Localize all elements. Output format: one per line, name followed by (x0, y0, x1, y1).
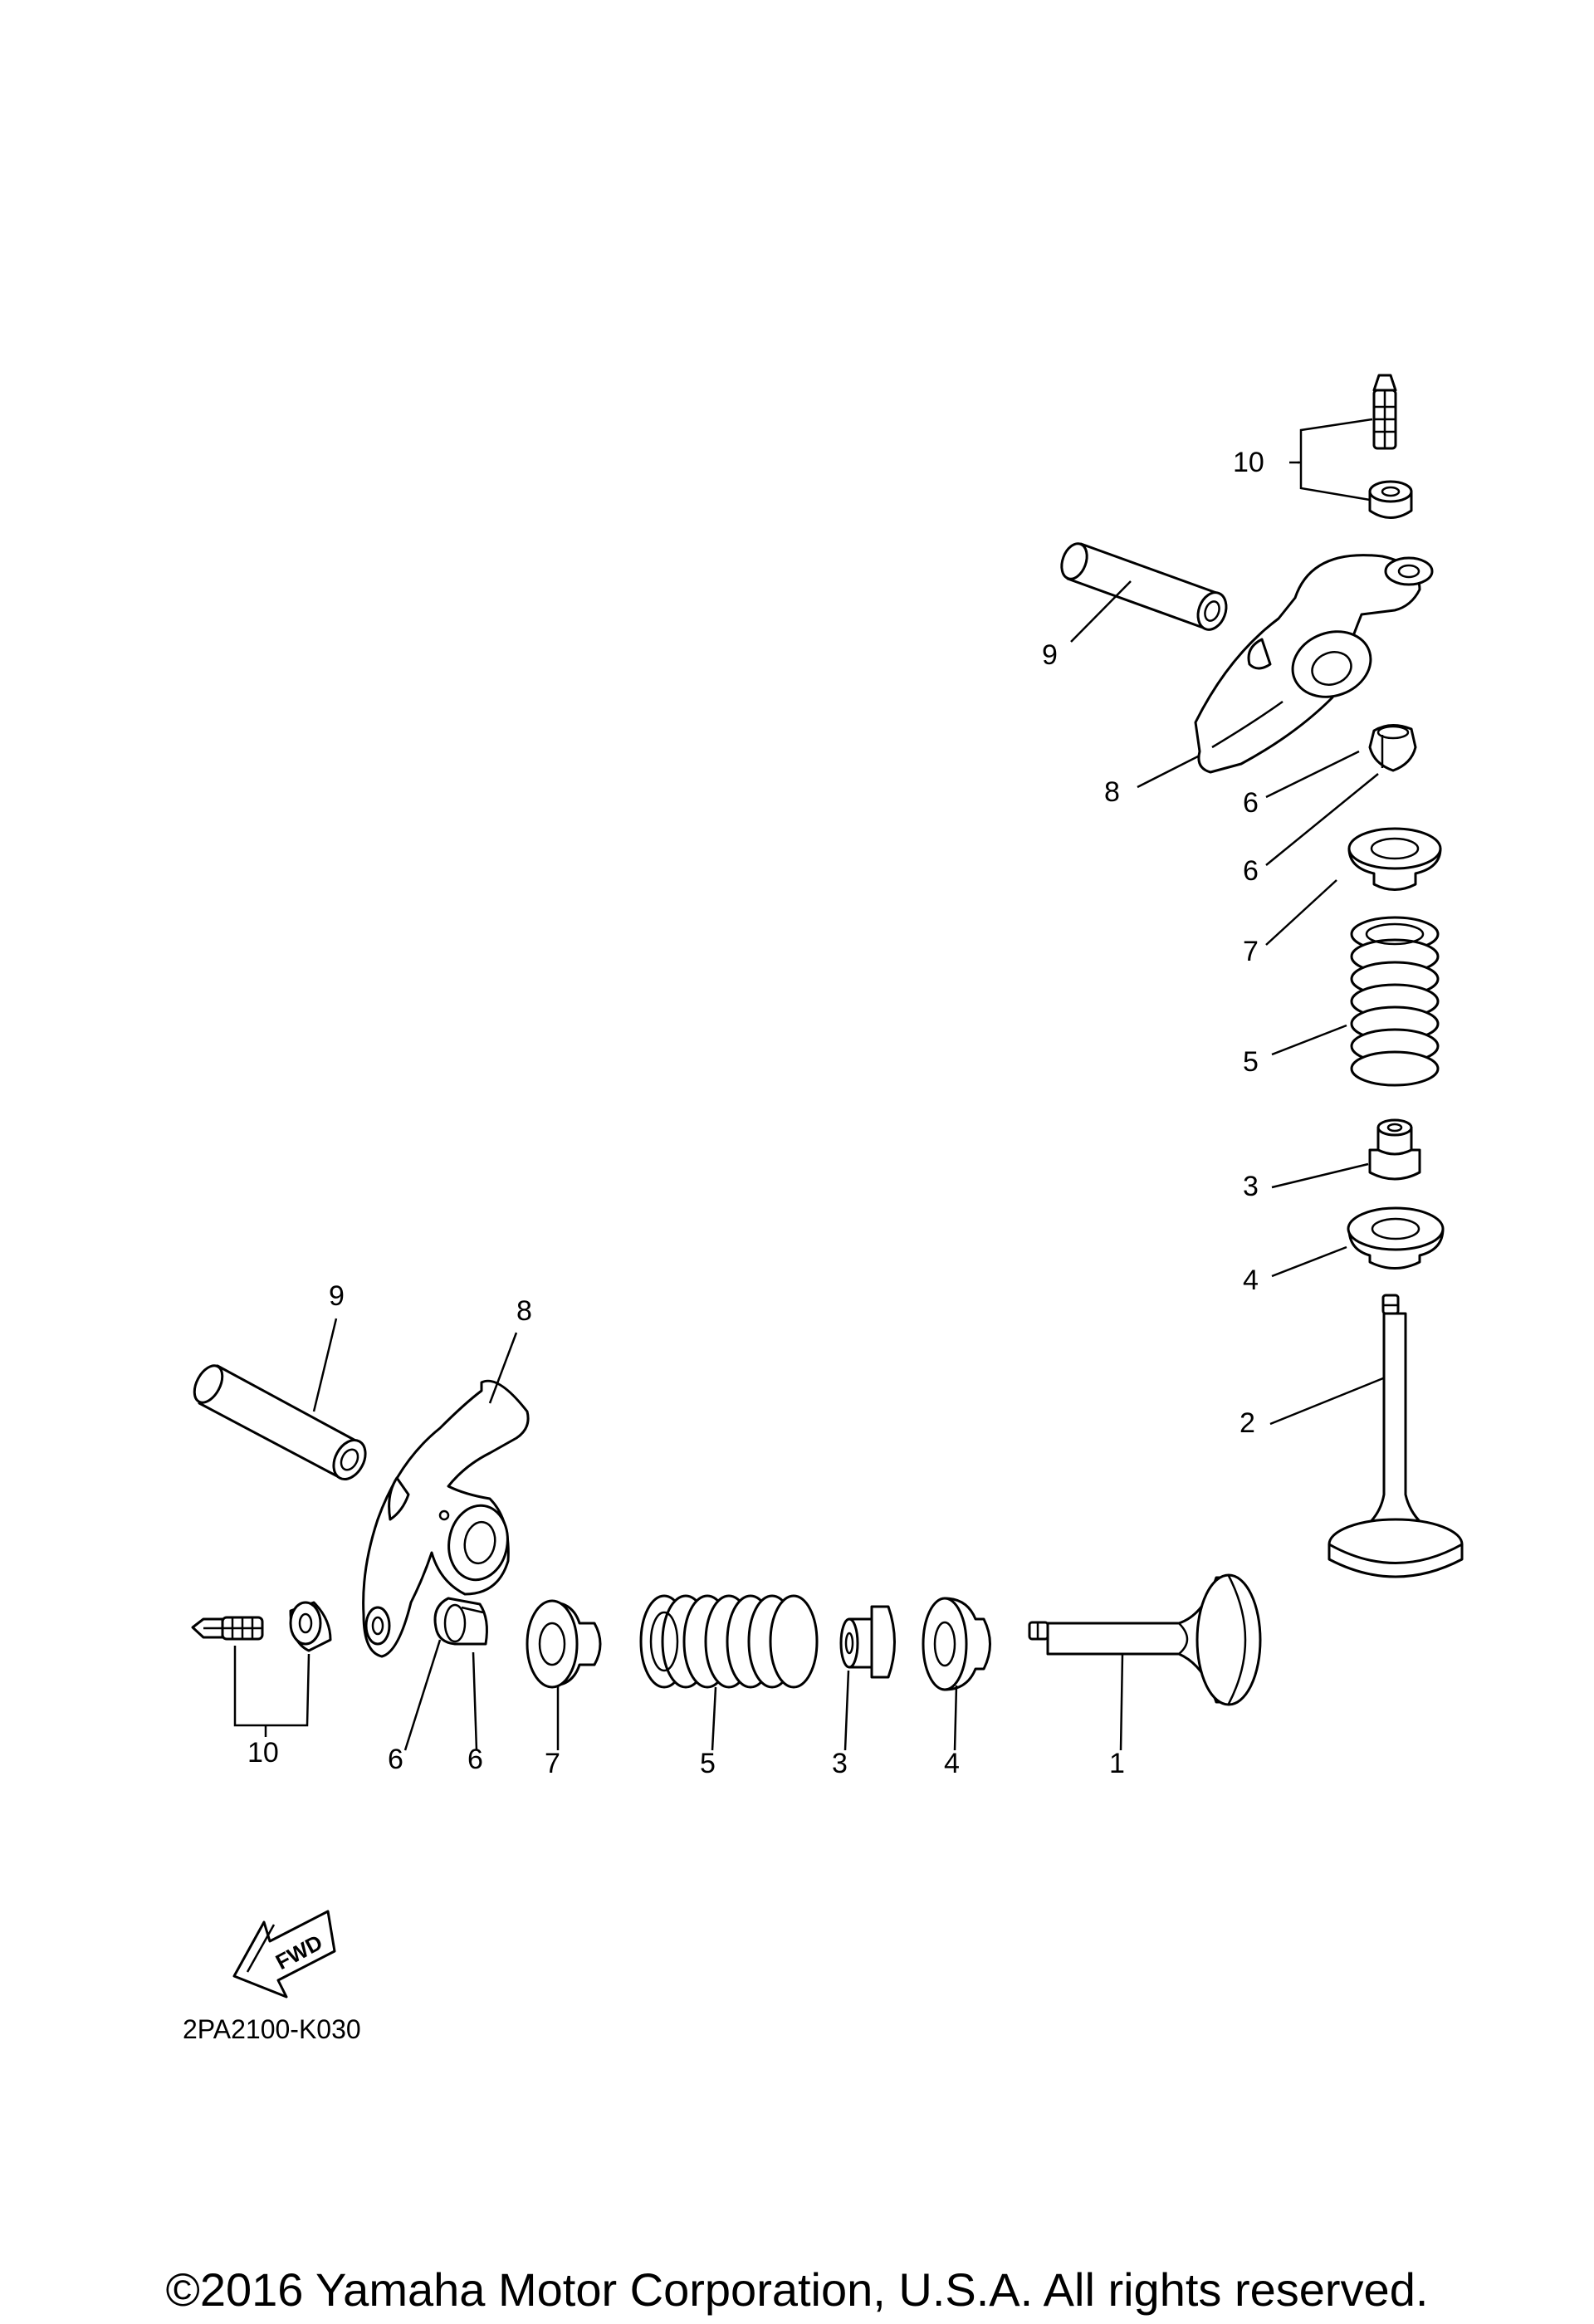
upper-exhaust-valve (1328, 1294, 1464, 1578)
lower-rocker-arm (362, 1379, 530, 1658)
lower-valve-spring (639, 1594, 819, 1689)
upper-adjuster-nut (1368, 480, 1413, 519)
upper-valve-spring-seat (1347, 1206, 1445, 1270)
upper-valve-retainer (1347, 827, 1442, 891)
lower-adjuster-nut (289, 1601, 332, 1652)
diagram-code: 2PA2100-K030 (183, 2014, 361, 2044)
callout-upper-9: 9 (1042, 639, 1058, 671)
callout-upper-2: 2 (1240, 1407, 1255, 1439)
upper-rocker-arm (1194, 554, 1434, 774)
lower-valve-cotter (433, 1597, 488, 1646)
callout-upper-4: 4 (1243, 1265, 1259, 1296)
upper-rocker-shaft (1060, 542, 1228, 631)
lower-valve-retainer (526, 1599, 602, 1689)
upper-assembly: 10 9 8 6 6 7 5 3 4 2 (1042, 374, 1464, 1578)
callout-upper-6a: 6 (1243, 787, 1259, 819)
upper-valve-spring (1350, 916, 1440, 1087)
callout-lower-5: 5 (700, 1748, 716, 1779)
lower-valve-stem-seal (839, 1605, 896, 1679)
callout-upper-7: 7 (1243, 936, 1259, 967)
callout-lower-6a: 6 (388, 1744, 403, 1775)
callout-lower-8: 8 (516, 1295, 532, 1327)
callout-lower-4: 4 (944, 1748, 960, 1779)
callout-upper-6b: 6 (1243, 855, 1259, 887)
callout-lower-3: 3 (832, 1748, 848, 1779)
lower-assembly: 9 8 10 6 6 7 5 3 4 1 (191, 1280, 1262, 1779)
callout-lower-1: 1 (1109, 1748, 1125, 1779)
callout-upper-10: 10 (1233, 447, 1264, 478)
upper-valve-cotter (1368, 724, 1417, 772)
callout-lower-7: 7 (545, 1748, 560, 1779)
callout-upper-5: 5 (1243, 1046, 1259, 1078)
callout-lower-9: 9 (329, 1280, 345, 1312)
lower-rocker-shaft (193, 1364, 367, 1480)
fwd-arrow-icon: FWD (232, 1910, 336, 1999)
lower-adjuster-screw (191, 1616, 264, 1641)
lower-valve-spring-seat (922, 1597, 991, 1691)
callout-lower-6b: 6 (467, 1744, 483, 1775)
callout-lower-10: 10 (247, 1737, 279, 1769)
lower-intake-valve (1028, 1573, 1262, 1706)
upper-adjuster-screw (1372, 374, 1397, 450)
callout-upper-8: 8 (1104, 776, 1120, 808)
copyright-notice: ©2016 Yamaha Motor Corporation, U.S.A. A… (165, 2263, 1429, 2316)
upper-valve-stem-seal (1368, 1118, 1421, 1181)
callout-upper-3: 3 (1243, 1171, 1259, 1202)
